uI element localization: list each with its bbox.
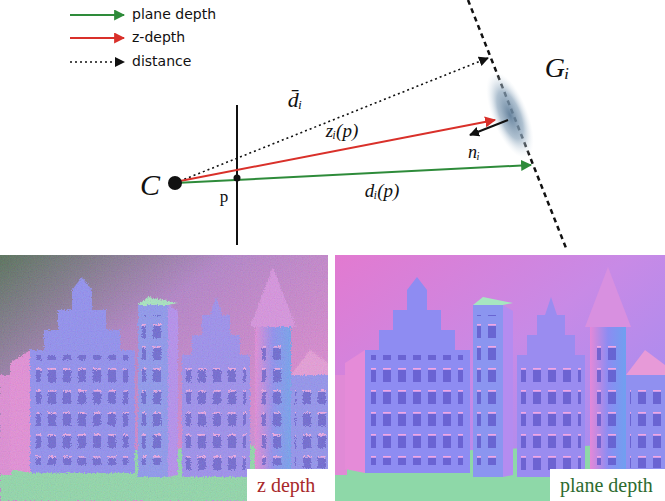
- gaussian: [476, 66, 543, 165]
- math-label: zᵢ(p): [326, 121, 359, 142]
- legend-text: distance: [132, 54, 191, 69]
- normal-arrow: [470, 120, 508, 135]
- panel-ground: [0, 255, 328, 501]
- z-depth-normal-map: [0, 255, 328, 501]
- caption-text: plane depth: [560, 474, 655, 496]
- math-label: Gᵢ: [545, 53, 570, 84]
- math-label: dᵢ(p): [365, 181, 400, 202]
- legend-line: [70, 61, 124, 63]
- legend-text: z-depth: [132, 30, 185, 45]
- noise: [0, 255, 328, 501]
- caption-box: z depth: [247, 469, 328, 501]
- plane-depth-arrow: [175, 165, 531, 183]
- legend-samples: [70, 15, 124, 62]
- math-label: p: [220, 188, 229, 207]
- panel-ground: [335, 255, 665, 501]
- legend-line: [70, 37, 124, 39]
- math-label: nᵢ: [468, 143, 480, 163]
- z-depth-arrow: [175, 120, 495, 182]
- pixel-point: [234, 175, 241, 182]
- caption-box: plane depth: [550, 469, 665, 501]
- camera-center: [168, 176, 182, 190]
- distance-arrow: [175, 58, 488, 183]
- legend-line: [70, 14, 124, 16]
- building: [335, 267, 665, 501]
- math-label: C: [140, 168, 160, 201]
- plane-depth-normal-map: [335, 255, 665, 501]
- caption-text: z depth: [257, 474, 318, 496]
- legend-text: plane depth: [132, 7, 216, 22]
- math-label: d̄ᵢ: [288, 88, 302, 112]
- gaussian-plane: [468, 0, 566, 248]
